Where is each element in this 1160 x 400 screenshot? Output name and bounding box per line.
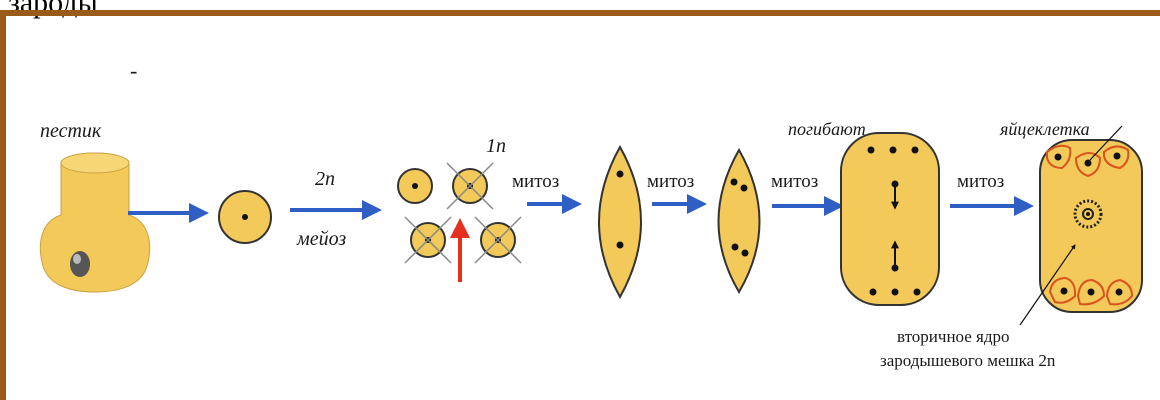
label-mitosis-3: митоз <box>771 171 818 192</box>
label-mitosis-2: митоз <box>647 171 694 192</box>
label-die: погибают <box>788 119 866 139</box>
label-egg-cell: яйцеклетка <box>999 119 1090 139</box>
label-secondary-nucleus-1: вторичное ядро <box>897 327 1010 346</box>
mature-embryo-sac <box>1040 140 1142 312</box>
dying-megaspore-3 <box>475 217 521 263</box>
label-mitosis-4: митоз <box>957 171 1004 192</box>
label-secondary-nucleus-2: зародышевого мешка 2n <box>880 351 1056 370</box>
ovule-dot <box>70 251 90 277</box>
label-2n: 2n <box>315 168 335 190</box>
eight-nucleate-cell <box>841 133 939 305</box>
label-meiosis: мейоз <box>296 228 346 250</box>
dying-megaspore-1 <box>447 163 493 209</box>
dying-megaspore-2 <box>405 217 451 263</box>
label-mitosis-1: митоз <box>512 171 559 192</box>
label-pistil: пестик <box>40 120 102 142</box>
surviving-megaspore <box>398 169 432 203</box>
pistil-illustration <box>40 153 149 292</box>
four-nucleate-cell <box>719 150 760 292</box>
two-nucleate-cell <box>599 147 641 297</box>
label-1n: 1n <box>486 135 506 157</box>
diploid-cell <box>219 191 271 243</box>
stray-mark: - <box>130 58 137 83</box>
